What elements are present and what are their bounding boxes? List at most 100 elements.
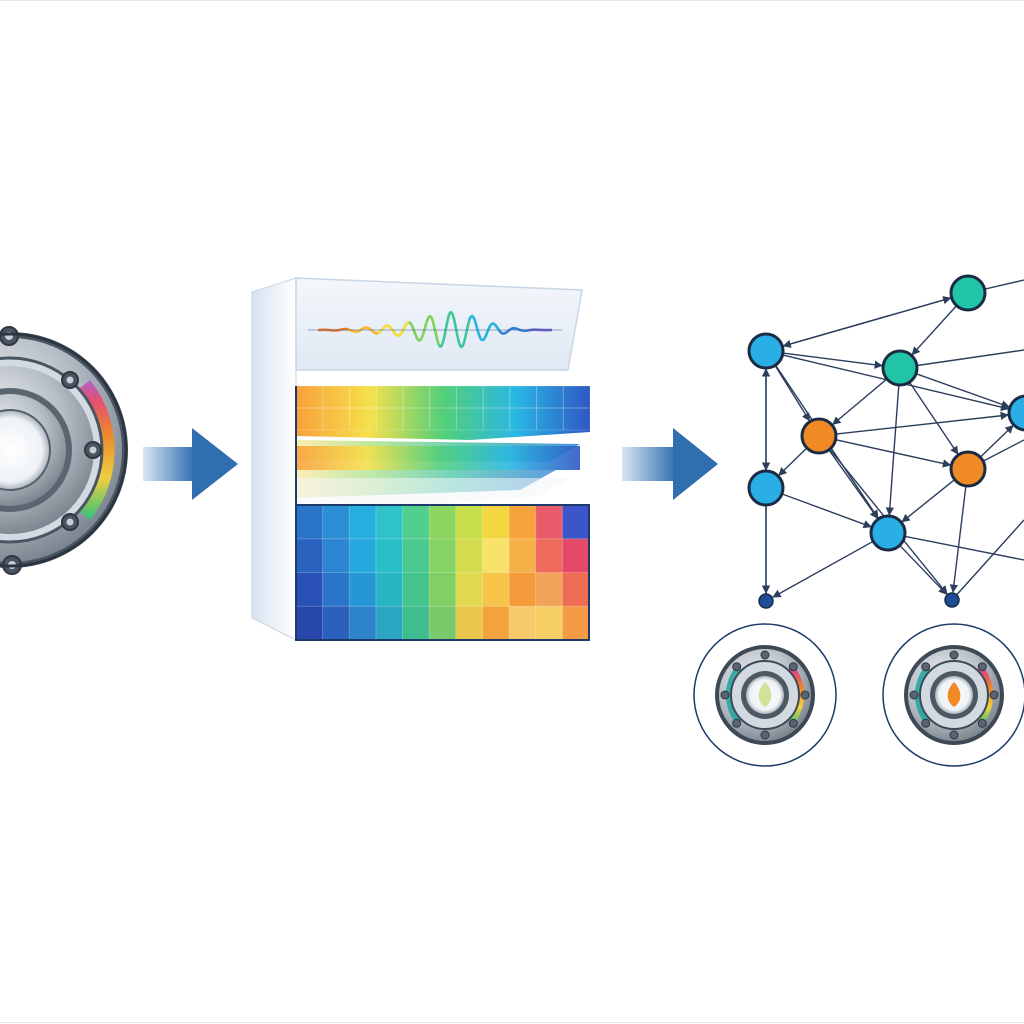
graph-node-blue [747, 469, 785, 507]
spectrogram-cell [429, 407, 457, 431]
graph-edge [979, 424, 1014, 458]
spectrogram-cell [508, 538, 537, 574]
graph-edge [899, 544, 948, 595]
spectrogram-cell [535, 538, 564, 574]
waveform-segment [347, 326, 379, 335]
spectrogram-cell [348, 572, 377, 608]
spectrogram-cell [561, 538, 591, 574]
spectrogram-cell [508, 504, 537, 540]
graph-edge [832, 378, 888, 425]
bearing-bolt [788, 718, 798, 728]
bearing-bolt [800, 690, 810, 700]
spectrogram-cell [482, 407, 511, 431]
graph-node-teal [881, 349, 919, 387]
top-frame-line [0, 0, 1024, 1]
spectrogram-cell [295, 538, 324, 574]
spectrogram-cell [375, 538, 404, 574]
spectrogram-cell [322, 572, 351, 608]
spectrogram-cell [348, 538, 377, 574]
spectrogram-cell [322, 605, 351, 642]
flow-arrow-2 [622, 428, 718, 500]
spectrogram-cell [455, 385, 484, 409]
spectrogram-cell [536, 385, 564, 409]
graph-edge [782, 352, 883, 369]
graph-edge [778, 447, 808, 476]
spectrogram-band-upper [295, 385, 591, 431]
graph-nodes [747, 274, 1024, 609]
spectrogram-cell [348, 407, 377, 431]
spectrogram-cell [375, 504, 404, 540]
graph-edge [835, 439, 952, 468]
spectrogram-cell [429, 385, 457, 409]
spectrogram-cell [295, 572, 324, 608]
bearing-bolt [977, 662, 987, 672]
spectrogram-cell [402, 407, 431, 431]
spectrogram-cell [455, 538, 484, 574]
graph-node-orange [949, 450, 987, 488]
spectrogram-cell [402, 605, 431, 642]
spectrogram-cell [348, 385, 377, 409]
graph-edge [782, 297, 952, 348]
graph-edge [887, 532, 1024, 561]
waveform-signal [308, 311, 562, 349]
spectrogram-cell [375, 385, 404, 409]
spectrogram-cell [322, 407, 350, 431]
spectrogram-cell [535, 504, 564, 540]
graph-edge [899, 349, 1024, 369]
graph-node-small [944, 592, 960, 608]
spectrogram-cell [375, 605, 404, 642]
waveform-segment [377, 321, 410, 337]
spectrogram-icon [251, 277, 591, 642]
bearing-bolt [921, 718, 931, 728]
spectrogram-cell [428, 605, 457, 642]
spectrogram-cell [482, 504, 511, 540]
graph-edge [951, 519, 1024, 601]
bearing-icon [0, 326, 128, 575]
spectrogram-cell [561, 572, 591, 608]
bearing-bolt [720, 690, 730, 700]
bearing-outcome-fault [882, 623, 1024, 767]
fault-marker [947, 682, 961, 707]
graph-edge [772, 540, 874, 598]
graph-edge [915, 373, 1010, 409]
bearing-bolt [909, 690, 919, 700]
spectrogram-grid [295, 504, 591, 642]
spectrogram-cell [455, 605, 484, 642]
spectrogram-cell [295, 504, 324, 540]
spectrogram-cell [508, 572, 537, 608]
graph-node-teal [949, 274, 987, 312]
bearing-bolt [949, 730, 959, 740]
bearing-bolt [989, 690, 999, 700]
spectrogram-cell [508, 605, 537, 642]
spectrogram-cell [536, 407, 564, 431]
spectrogram-cell [562, 407, 591, 431]
spectrogram-cell [402, 538, 431, 574]
spectrogram-cell [455, 572, 484, 608]
bottom-frame-line [0, 1022, 1024, 1023]
waveform-segment [467, 314, 501, 342]
spectrogram-cell [562, 385, 591, 409]
spectrogram-cell [509, 385, 538, 409]
bearing-bolt [760, 730, 770, 740]
spectrogram-cell [509, 407, 538, 431]
graph-edge [911, 305, 958, 356]
graph-node-blue [747, 332, 785, 370]
spectrogram-cell [561, 605, 591, 642]
bearing-bolt [788, 662, 798, 672]
graph-node-small [758, 593, 774, 609]
spectrogram-cell [428, 504, 457, 540]
spectrogram-cell [482, 572, 511, 608]
bearing-bolt [921, 662, 931, 672]
graph-edge [774, 365, 811, 422]
graph-edge [835, 411, 1009, 435]
spectrogram-cell [428, 572, 457, 608]
spectrogram-cell [455, 504, 484, 540]
spectrogram-cell [402, 572, 431, 608]
spectrogram-cell [402, 385, 431, 409]
spectrogram-cell [482, 538, 511, 574]
spectrogram-cell [348, 605, 377, 642]
spectrogram-cell [348, 504, 377, 540]
bearing-bolt [760, 650, 770, 660]
graph-network-icon [747, 274, 1024, 609]
graph-edge [885, 384, 900, 516]
